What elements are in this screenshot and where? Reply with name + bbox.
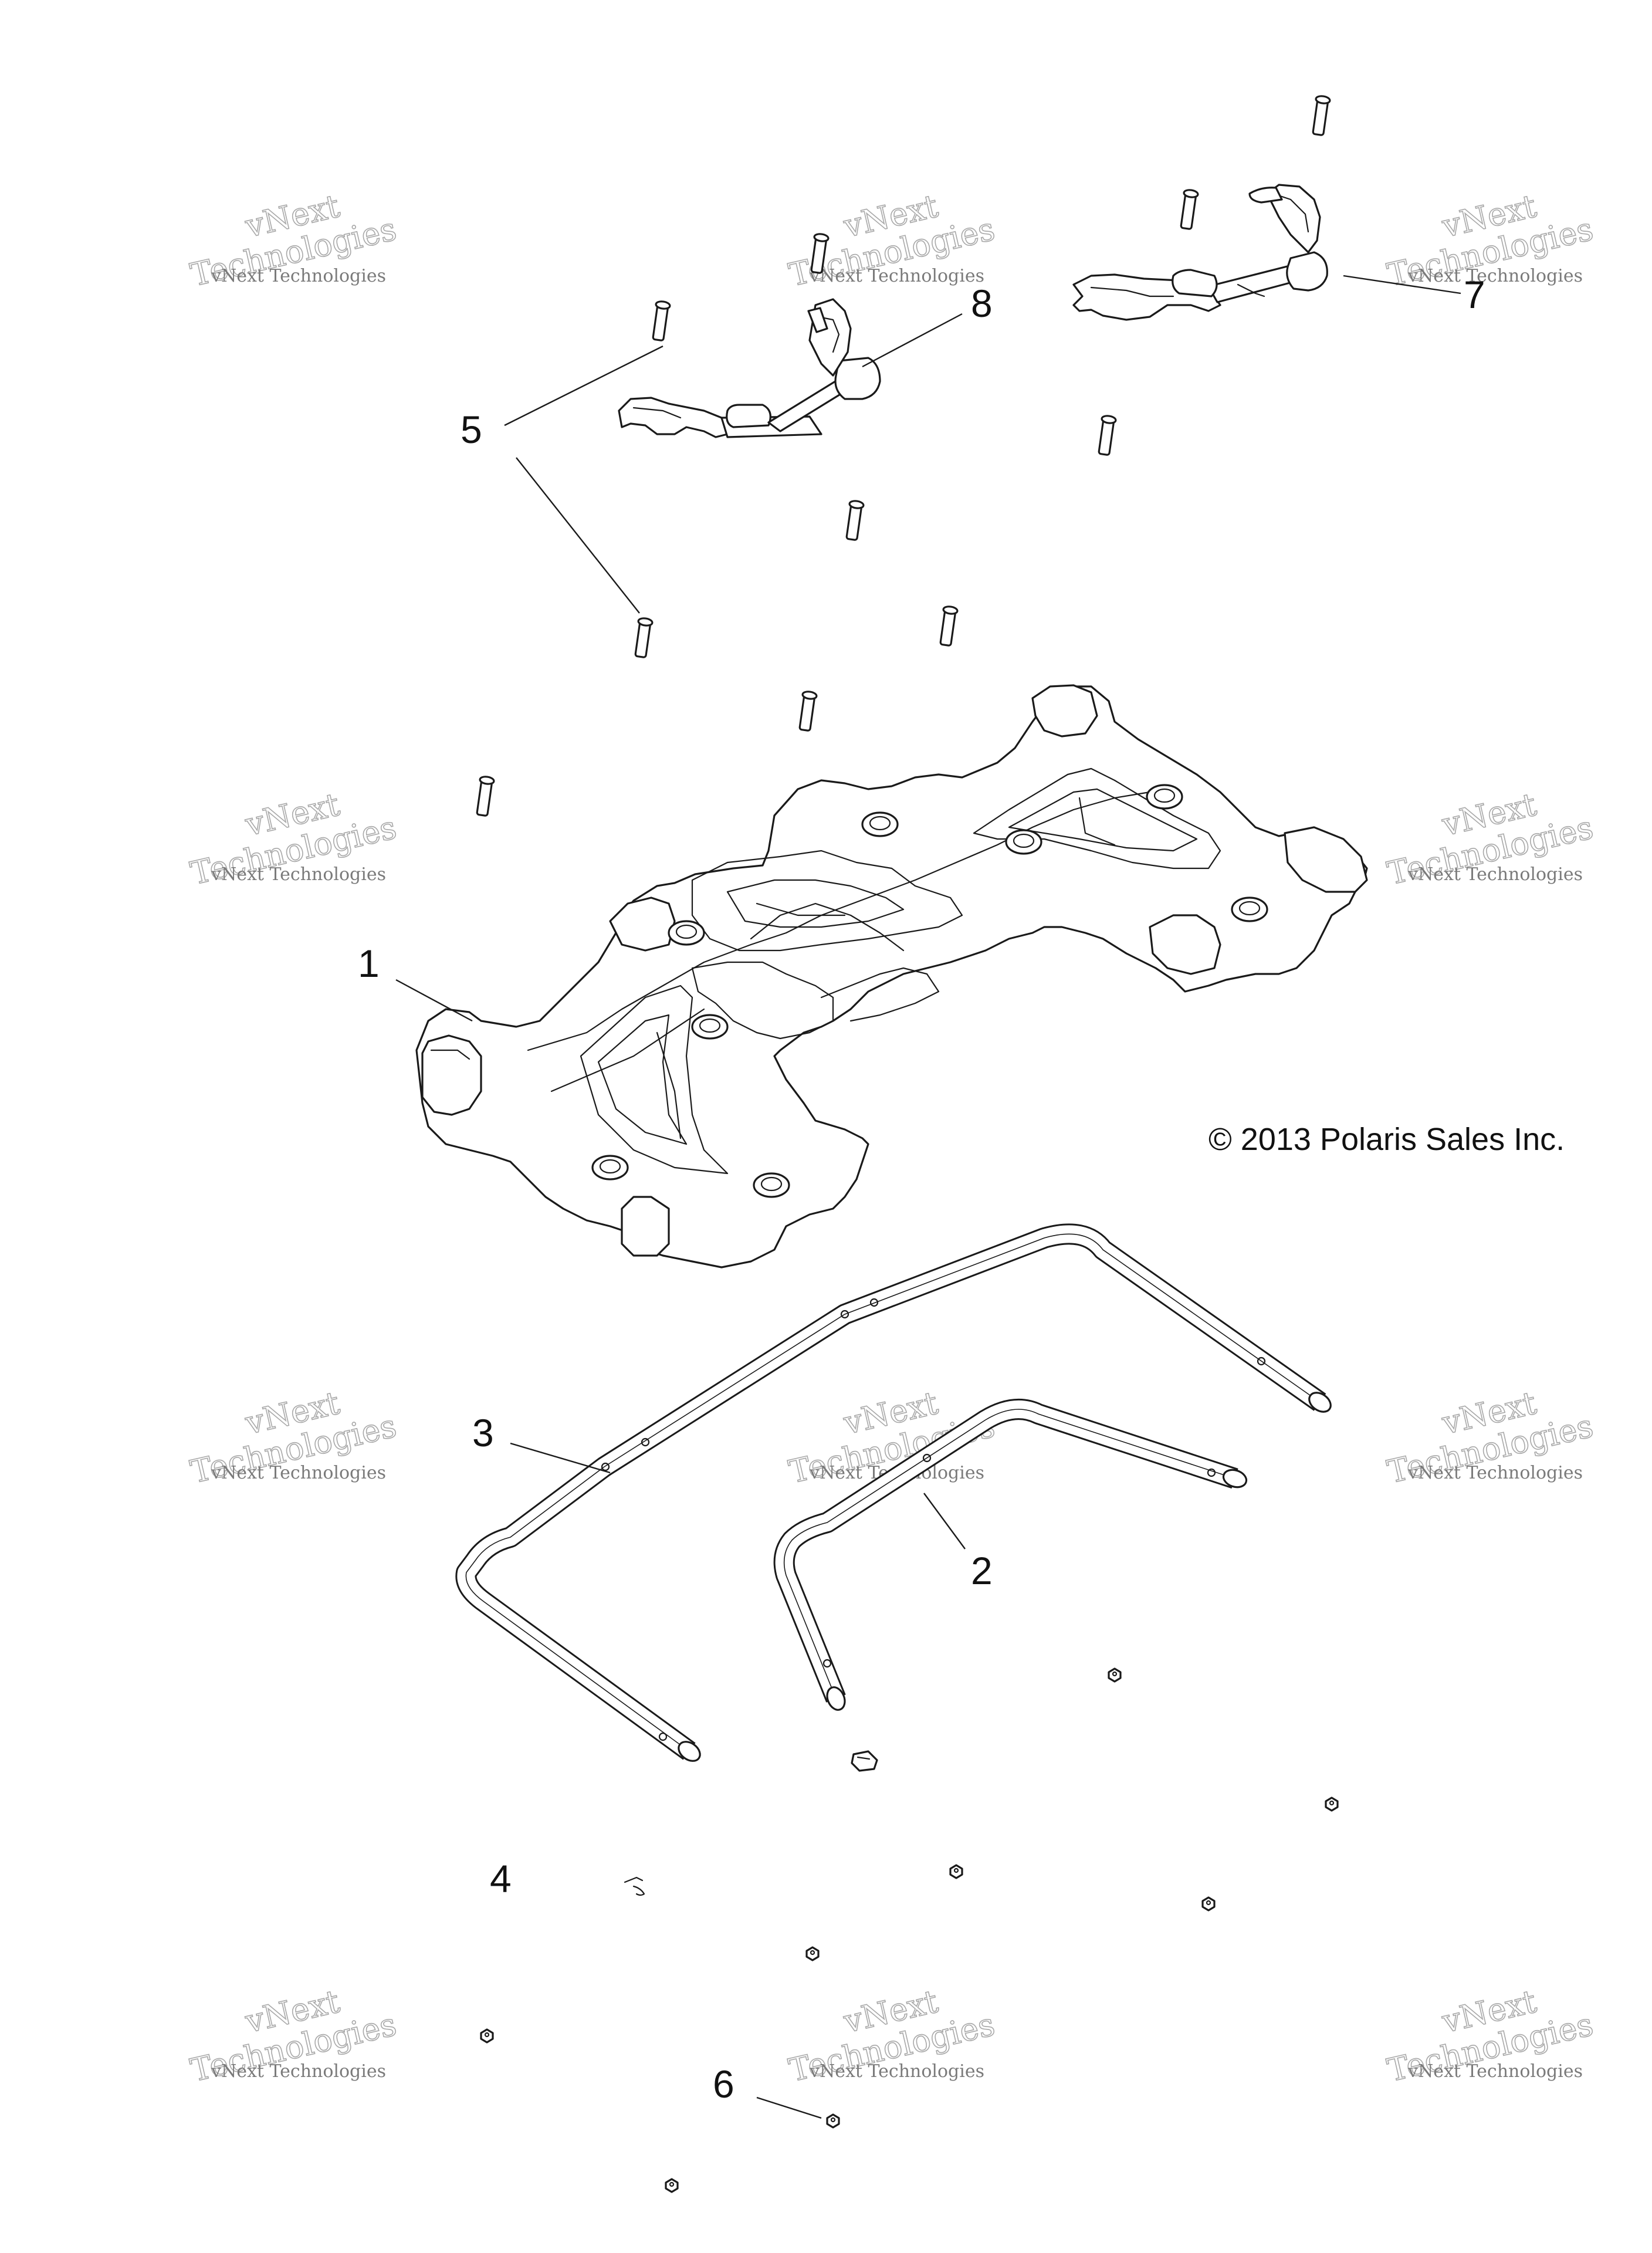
callout-8: 8 <box>971 282 993 325</box>
watermark-small: vNext Technologies <box>211 864 386 885</box>
screw <box>476 776 495 817</box>
screw <box>845 500 865 541</box>
screw <box>1098 415 1117 456</box>
leader-lines <box>395 275 1461 2119</box>
clip <box>624 1876 645 1896</box>
rack-assembly <box>415 684 1368 1268</box>
watermark-small: vNext Technologies <box>1407 1463 1583 1483</box>
rail-small <box>773 1399 1248 1711</box>
nut <box>805 1946 820 1961</box>
nut <box>1325 1797 1339 1812</box>
nut <box>1201 1896 1216 1912</box>
callout-1: 1 <box>358 942 380 985</box>
screw <box>810 233 830 274</box>
screw <box>1312 95 1331 136</box>
watermark-small: vNext Technologies <box>211 266 386 286</box>
nut <box>665 2178 679 2193</box>
watermark-small: vNext Technologies <box>1407 2061 1583 2082</box>
screw <box>1180 189 1199 230</box>
copyright-notice: © 2013 Polaris Sales Inc. <box>1208 1122 1565 1157</box>
callouts: 1 2 3 4 5 6 7 8 <box>358 273 1485 2106</box>
callout-5: 5 <box>461 408 482 451</box>
callout-2: 2 <box>971 1549 993 1592</box>
screw <box>939 605 959 647</box>
nut <box>826 2113 840 2129</box>
nut <box>1108 1667 1122 1683</box>
screw <box>634 617 654 658</box>
callout-3: 3 <box>472 1411 494 1454</box>
clip <box>851 1750 878 1772</box>
nut <box>480 2028 494 2044</box>
watermark-small: vNext Technologies <box>1407 266 1583 286</box>
watermark-small: vNext Technologies <box>809 266 984 286</box>
rack-bosses <box>591 784 1268 1198</box>
watermark-small: vNext Technologies <box>1407 864 1583 885</box>
watermark-small: vNext Technologies <box>211 1463 386 1483</box>
screw <box>798 691 818 732</box>
screws <box>476 95 1331 817</box>
watermark-small: vNext Technologies <box>211 2061 386 2082</box>
callout-4: 4 <box>490 1857 512 1900</box>
fasteners <box>480 1667 1339 2193</box>
screw <box>652 300 671 341</box>
callout-7: 7 <box>1464 273 1485 316</box>
rail-large <box>455 1223 1332 1762</box>
grab-handle-left <box>618 298 881 438</box>
watermark-small: vNext Technologies <box>809 2061 984 2082</box>
nut <box>949 1864 963 1879</box>
grab-handle-right <box>1072 184 1328 321</box>
callout-6: 6 <box>713 2062 734 2106</box>
